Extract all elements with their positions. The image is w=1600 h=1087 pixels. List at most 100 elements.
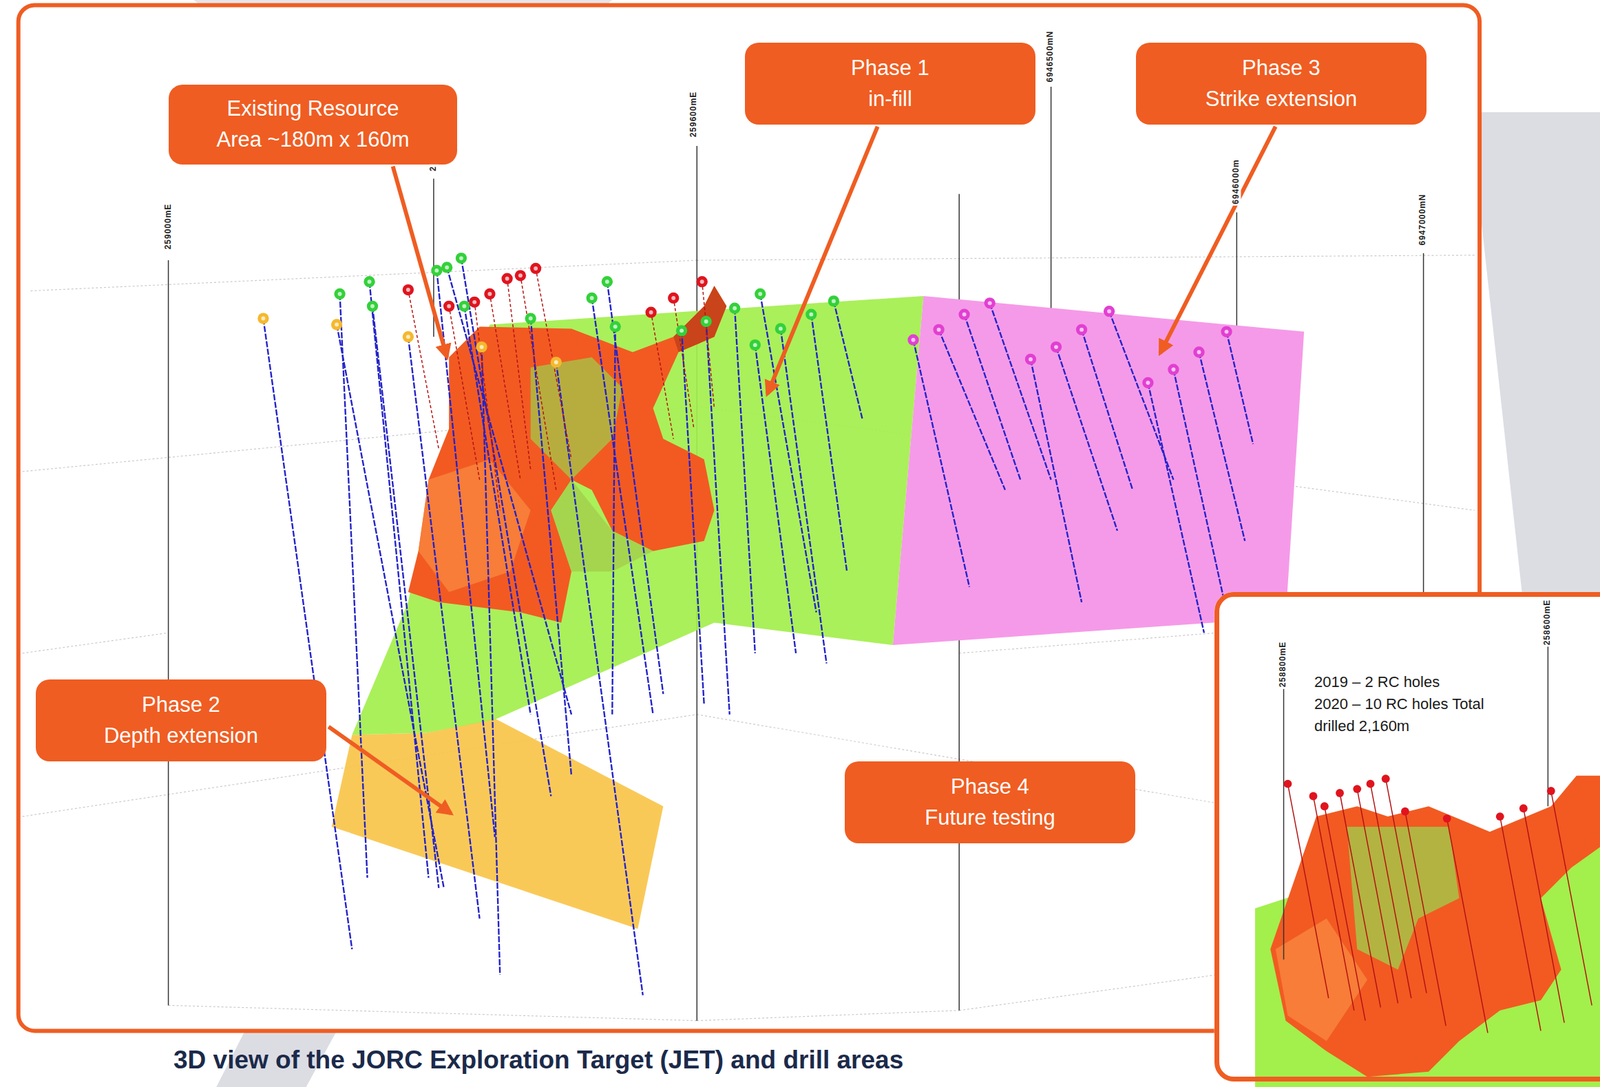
drill-collar — [958, 308, 970, 320]
collar-center — [505, 276, 510, 281]
drill-collar — [805, 308, 817, 320]
inset-hole — [1443, 814, 1488, 1033]
drill-collar — [458, 300, 470, 312]
leader-arrows — [328, 126, 1276, 814]
drill-hole — [592, 298, 654, 715]
collar-ring — [430, 265, 442, 277]
inset-collar — [1366, 780, 1375, 789]
collar-center — [700, 279, 705, 284]
collar-center — [518, 273, 523, 278]
collar-ring — [700, 316, 712, 328]
drill-hole — [734, 308, 756, 654]
callout-text: Depth extension — [103, 720, 259, 752]
axis-label: 2 — [428, 164, 438, 173]
inset-hole-trace — [1551, 791, 1592, 1006]
drill-collar — [609, 320, 621, 332]
drill-hole — [1226, 331, 1254, 445]
drill-hole — [1056, 346, 1118, 531]
collar-ring — [601, 276, 613, 288]
inset-ground — [1214, 592, 1600, 1087]
inset-collar — [1443, 814, 1452, 823]
collar-center — [528, 316, 533, 321]
drill-hole — [833, 300, 863, 419]
inset-hole-trace — [1324, 806, 1366, 1021]
grid-line — [168, 1005, 698, 1021]
drill-collar — [1103, 305, 1115, 317]
collar-center — [1171, 367, 1176, 372]
drill-collar — [828, 295, 840, 307]
drill-hole — [481, 346, 501, 975]
drill-collar — [907, 334, 919, 346]
inset-hole-trace — [1287, 784, 1329, 999]
drill-collar — [585, 292, 597, 304]
collar-center — [1079, 327, 1084, 332]
inset-panel: 2019 – 2 RC holes2020 – 10 RC holes Tota… — [1214, 592, 1600, 1082]
drill-hole — [651, 312, 675, 440]
collar-center — [671, 296, 676, 301]
target-planes — [331, 285, 1304, 929]
drill-hole — [702, 281, 715, 409]
axis-label: 259000mE — [163, 202, 173, 252]
collar-ring — [729, 302, 741, 314]
drill-collar — [601, 276, 613, 288]
drill-collar — [1142, 377, 1154, 389]
collar-center — [732, 306, 737, 311]
collar-ring — [1220, 326, 1232, 338]
collar-center — [808, 312, 814, 317]
callout-text: Strike extension — [1205, 83, 1358, 115]
callout-box: Existing ResourceArea ~180m x 160m — [168, 84, 458, 165]
drill-hole — [474, 302, 500, 511]
collar-ring — [1103, 305, 1115, 317]
callout-text: Future testing — [924, 802, 1056, 834]
collar-ring — [455, 252, 467, 264]
drill-hole — [464, 306, 531, 715]
drill-collar — [1167, 364, 1179, 376]
collar-ring — [775, 322, 787, 334]
drill-hole — [1081, 329, 1133, 491]
drill-hole — [262, 318, 352, 950]
collar-center — [605, 279, 610, 284]
collar-center — [1028, 357, 1033, 362]
collar-ring — [696, 276, 708, 288]
collar-center — [446, 304, 451, 309]
drill-collar — [1050, 341, 1062, 353]
callout-heading: Phase 4 — [950, 771, 1030, 803]
axis-label: 259600mE — [689, 90, 699, 140]
drill-collar — [443, 300, 455, 312]
drill-collar — [514, 269, 526, 281]
inset-hole — [1320, 802, 1366, 1021]
drill-collar — [749, 339, 761, 351]
collar-ring — [1142, 377, 1154, 389]
grid-line — [22, 632, 169, 654]
drill-hole — [1030, 359, 1082, 603]
drill-hole — [336, 324, 445, 888]
collar-center — [758, 291, 763, 297]
drill-hole — [489, 293, 520, 480]
drill-collar — [363, 276, 375, 288]
callout-heading: Phase 1 — [850, 53, 930, 84]
drill-hole — [535, 268, 572, 460]
grid-line — [696, 1010, 960, 1021]
collar-ring — [501, 273, 513, 285]
drill-collar — [696, 276, 708, 288]
inset-drill-holes — [1283, 774, 1593, 1033]
collar-ring — [333, 288, 345, 300]
resource-facet — [550, 479, 653, 572]
inset-hole-trace — [1339, 793, 1381, 1008]
collar-center — [533, 266, 538, 271]
drill-hole — [964, 314, 1021, 480]
callout-box: Phase 2Depth extension — [35, 679, 327, 762]
collar-ring — [645, 307, 657, 319]
collar-ring — [1167, 364, 1179, 376]
inset-hole — [1519, 804, 1565, 1023]
inset-hole-trace — [1385, 778, 1427, 993]
inset-collar — [1335, 788, 1344, 798]
axis-label: 258600mE — [1542, 598, 1552, 648]
collar-center — [338, 291, 343, 297]
drill-collar — [1193, 346, 1205, 358]
collar-center — [613, 324, 618, 329]
resource-facet — [673, 285, 727, 352]
collar-ring — [483, 288, 496, 300]
collar-center — [487, 291, 492, 297]
note-text: 2020 – 10 RC holes Total drilled 2,160m — [1314, 693, 1508, 738]
